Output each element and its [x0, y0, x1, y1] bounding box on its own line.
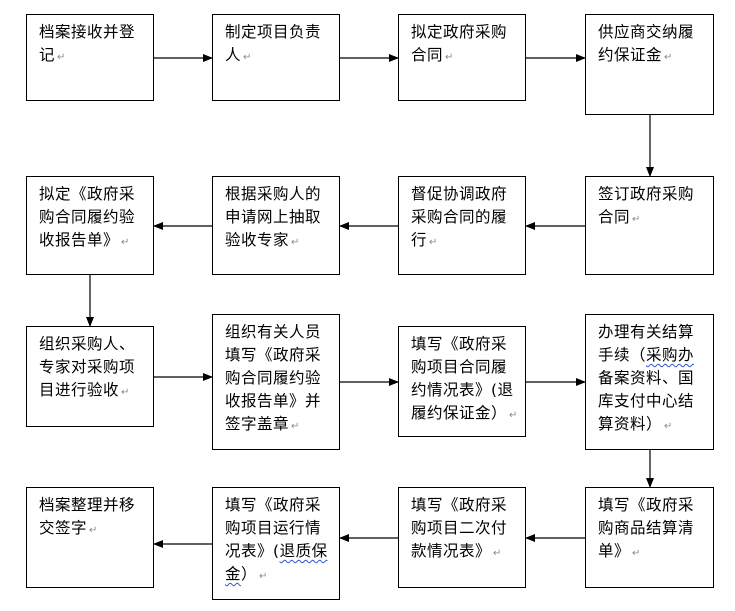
- spellcheck-underline: 采购办: [646, 346, 695, 364]
- step-s5-box: 签订政府采购 合同↵: [585, 176, 714, 275]
- paragraph-mark-icon: ↵: [632, 214, 641, 225]
- step-s5-text: 签订政府采购 合同↵: [598, 185, 695, 226]
- paragraph-mark-icon: ↵: [429, 237, 438, 248]
- paragraph-mark-icon: ↵: [291, 237, 300, 248]
- step-s6-box: 督促协调政府 采购合同的履 行↵: [398, 176, 526, 275]
- paragraph-mark-icon: ↵: [243, 52, 252, 63]
- step-s12-box: 办理有关结算 手续（采购办 备案资料、国 库支付中心结 算资料）↵: [585, 314, 714, 450]
- step-s8-box: 拟定《政府采 购合同履约验 收报告单》↵: [26, 176, 154, 275]
- paragraph-mark-icon: ↵: [259, 571, 268, 582]
- step-s7-text: 根据采购人的 申请网上抽取 验收专家↵: [225, 185, 322, 249]
- step-s11-text: 填写《政府采 购项目合同履 约情况表》(退 履约保证金）↵: [411, 335, 518, 422]
- step-s13-box: 填写《政府采 购商品结算清 单》↵: [585, 487, 714, 588]
- step-s3-text: 拟定政府采购 合同↵: [411, 23, 508, 64]
- paragraph-mark-icon: ↵: [509, 410, 518, 421]
- step-s16-box: 档案整理并移 交签字↵: [26, 487, 154, 588]
- step-s16-text: 档案整理并移 交签字↵: [39, 496, 136, 537]
- step-s4-box: 供应商交纳履 约保证金↵: [585, 14, 714, 115]
- spellcheck-underline: 退质保: [279, 542, 328, 560]
- paragraph-mark-icon: ↵: [57, 52, 66, 63]
- paragraph-mark-icon: ↵: [664, 52, 673, 63]
- paragraph-mark-icon: ↵: [121, 237, 130, 248]
- step-s7-box: 根据采购人的 申请网上抽取 验收专家↵: [212, 176, 340, 275]
- step-s4-text: 供应商交纳履 约保证金↵: [598, 23, 695, 64]
- step-s13-text: 填写《政府采 购商品结算清 单》↵: [598, 496, 695, 560]
- paragraph-mark-icon: ↵: [445, 52, 454, 63]
- paragraph-mark-icon: ↵: [664, 421, 673, 432]
- step-s8-text: 拟定《政府采 购合同履约验 收报告单》↵: [39, 185, 136, 249]
- step-s2-text: 制定项目负责 人↵: [225, 23, 322, 64]
- paragraph-mark-icon: ↵: [493, 548, 502, 559]
- step-s2-box: 制定项目负责 人↵: [212, 14, 340, 101]
- paragraph-mark-icon: ↵: [291, 421, 300, 432]
- step-s1-box: 档案接收并登 记↵: [26, 14, 154, 101]
- step-s1-text: 档案接收并登 记↵: [39, 23, 136, 64]
- step-s15-text: 填写《政府采 购项目运行情 况表》(退质保 金）↵: [225, 496, 328, 583]
- step-s15-box: 填写《政府采 购项目运行情 况表》(退质保 金）↵: [212, 487, 340, 600]
- step-s12-text: 办理有关结算 手续（采购办 备案资料、国 库支付中心结 算资料）↵: [598, 323, 695, 433]
- paragraph-mark-icon: ↵: [632, 548, 641, 559]
- step-s6-text: 督促协调政府 采购合同的履 行↵: [411, 185, 508, 249]
- spellcheck-underline: 金: [225, 565, 242, 583]
- step-s10-box: 组织有关人员 填写《政府采 购合同履约验 收报告单》并 签字盖章↵: [212, 314, 340, 450]
- step-s14-text: 填写《政府采 购项目二次付 款情况表》↵: [411, 496, 508, 560]
- step-s9-box: 组织采购人、 专家对采购项 目进行验收↵: [26, 326, 154, 427]
- step-s3-box: 拟定政府采购 合同↵: [398, 14, 526, 101]
- step-s10-text: 组织有关人员 填写《政府采 购合同履约验 收报告单》并 签字盖章↵: [225, 323, 322, 433]
- paragraph-mark-icon: ↵: [121, 387, 130, 398]
- paragraph-mark-icon: ↵: [89, 525, 98, 536]
- step-s9-text: 组织采购人、 专家对采购项 目进行验收↵: [39, 335, 136, 399]
- step-s11-box: 填写《政府采 购项目合同履 约情况表》(退 履约保证金）↵: [398, 326, 526, 437]
- step-s14-box: 填写《政府采 购项目二次付 款情况表》↵: [398, 487, 526, 588]
